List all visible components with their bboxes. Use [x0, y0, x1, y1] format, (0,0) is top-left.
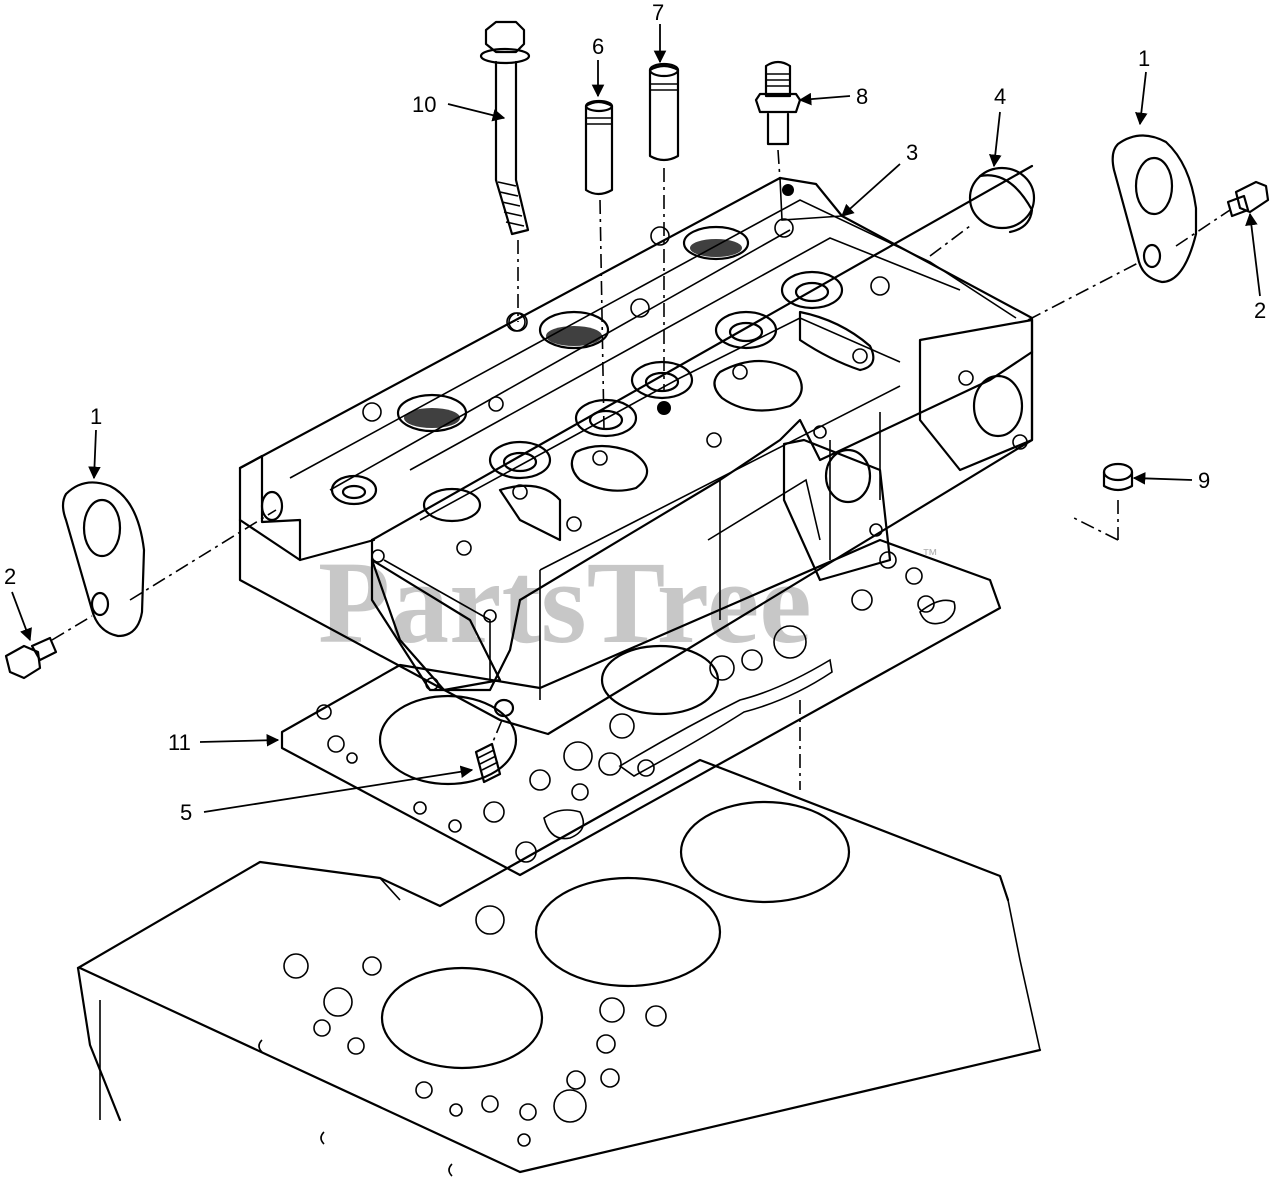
cylinder-head — [238, 164, 1034, 736]
callout-1-right: 1 — [1138, 46, 1150, 71]
callout-10: 10 — [412, 92, 436, 117]
watermark: PartsTree — [318, 537, 812, 668]
valve-cap — [1069, 462, 1134, 541]
callout-2-left: 2 — [4, 564, 16, 589]
callout-1-left: 1 — [90, 404, 102, 429]
head-bolt — [479, 20, 531, 332]
callout-11: 11 — [168, 730, 191, 755]
callout-9: 9 — [1198, 468, 1210, 493]
expansion-plug — [929, 166, 1036, 257]
engine-block — [76, 758, 1042, 1177]
callout-2-right: 2 — [1254, 298, 1266, 323]
callouts: 1 2 3 4 5 6 7 8 9 10 11 1 2 — [4, 0, 1266, 825]
callout-6: 6 — [592, 34, 604, 59]
glow-plug — [474, 719, 503, 784]
callout-4: 4 — [994, 84, 1006, 109]
bolt-left — [4, 636, 58, 680]
watermark-trademark: ™ — [922, 547, 938, 564]
nozzle-fitting — [754, 60, 802, 181]
valve-guide-short — [584, 99, 614, 431]
head-gasket — [280, 538, 1002, 877]
bolt-right — [1226, 180, 1270, 218]
lifting-plate-left — [51, 481, 277, 641]
callout-7: 7 — [652, 0, 664, 25]
valve-guide-long — [648, 62, 680, 390]
lifting-plate-right — [1027, 134, 1231, 321]
callout-8: 8 — [856, 84, 868, 109]
callout-3: 3 — [906, 140, 918, 165]
callout-5: 5 — [180, 800, 192, 825]
